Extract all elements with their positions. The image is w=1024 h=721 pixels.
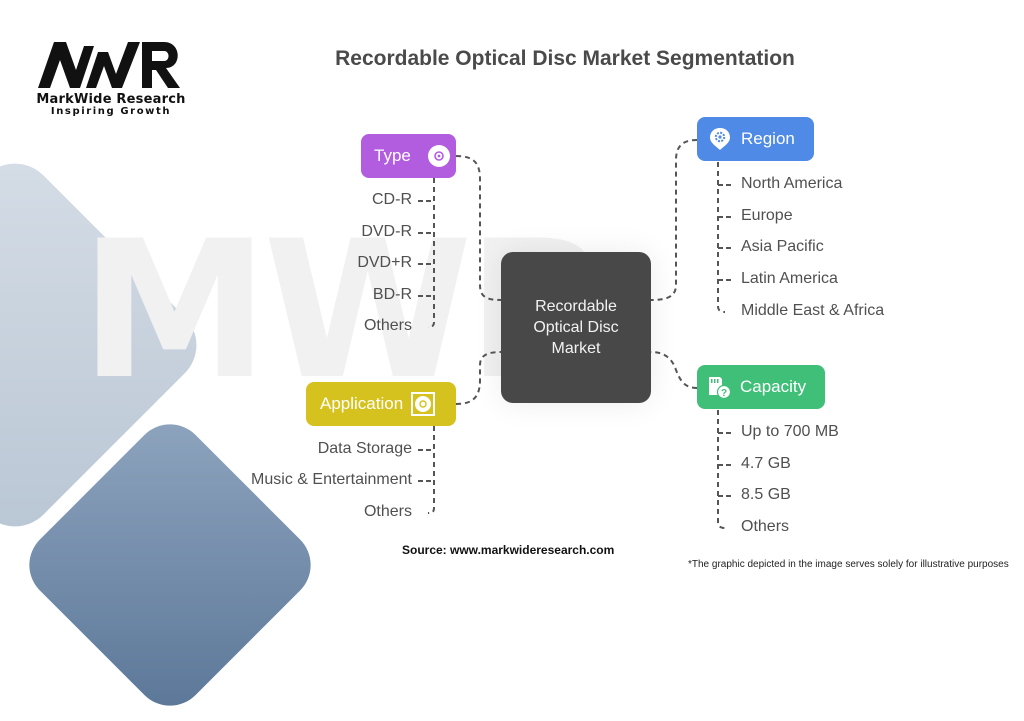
list-item: Latin America xyxy=(741,270,838,287)
category-label: Capacity xyxy=(740,377,807,396)
category-type: Type xyxy=(361,134,456,178)
memory-card-question-icon: ? xyxy=(709,377,731,399)
mwr-logo-icon xyxy=(38,42,180,88)
list-item: Others xyxy=(363,317,412,334)
list-item: Music & Entertainment xyxy=(251,471,412,488)
disclaimer-note: *The graphic depicted in the image serve… xyxy=(688,559,1009,570)
page-title: Recordable Optical Disc Market Segmentat… xyxy=(335,47,795,70)
list-item: 8.5 GB xyxy=(741,486,791,503)
svg-text:?: ? xyxy=(721,388,727,399)
list-item: BD-R xyxy=(372,286,412,303)
list-item: 4.7 GB xyxy=(741,455,791,472)
list-item: DVD+R xyxy=(357,254,412,271)
location-pin-gear-icon xyxy=(710,128,730,150)
list-item: DVD-R xyxy=(361,223,412,240)
center-node: Recordable Optical Disc Market xyxy=(501,252,651,403)
disc-icon xyxy=(427,145,450,167)
list-item: Others xyxy=(741,518,790,535)
category-region: Region xyxy=(697,117,814,161)
brand-logo: MarkWide Research Inspiring Growth xyxy=(36,38,186,117)
disc-box-icon xyxy=(411,392,436,416)
list-item: Europe xyxy=(741,207,793,224)
list-item: North America xyxy=(741,175,843,192)
list-item: Data Storage xyxy=(317,440,412,457)
list-item: Others xyxy=(363,503,412,520)
brand-name: MarkWide Research xyxy=(36,92,186,107)
connector-lines xyxy=(418,139,734,529)
list-item: Asia Pacific xyxy=(741,238,824,255)
category-label: Type xyxy=(374,146,411,165)
brand-tagline: Inspiring Growth xyxy=(50,106,172,117)
category-capacity: ? Capacity xyxy=(697,365,825,409)
category-application: Application xyxy=(306,382,456,426)
category-label: Region xyxy=(741,129,795,148)
list-item: CD-R xyxy=(372,191,412,208)
center-label: Recordable Optical Disc Market xyxy=(533,298,619,357)
source-credit: Source: www.markwideresearch.com xyxy=(402,543,615,557)
list-item: Up to 700 MB xyxy=(741,423,839,440)
list-item: Middle East & Africa xyxy=(741,302,885,319)
category-label: Application xyxy=(320,394,404,413)
